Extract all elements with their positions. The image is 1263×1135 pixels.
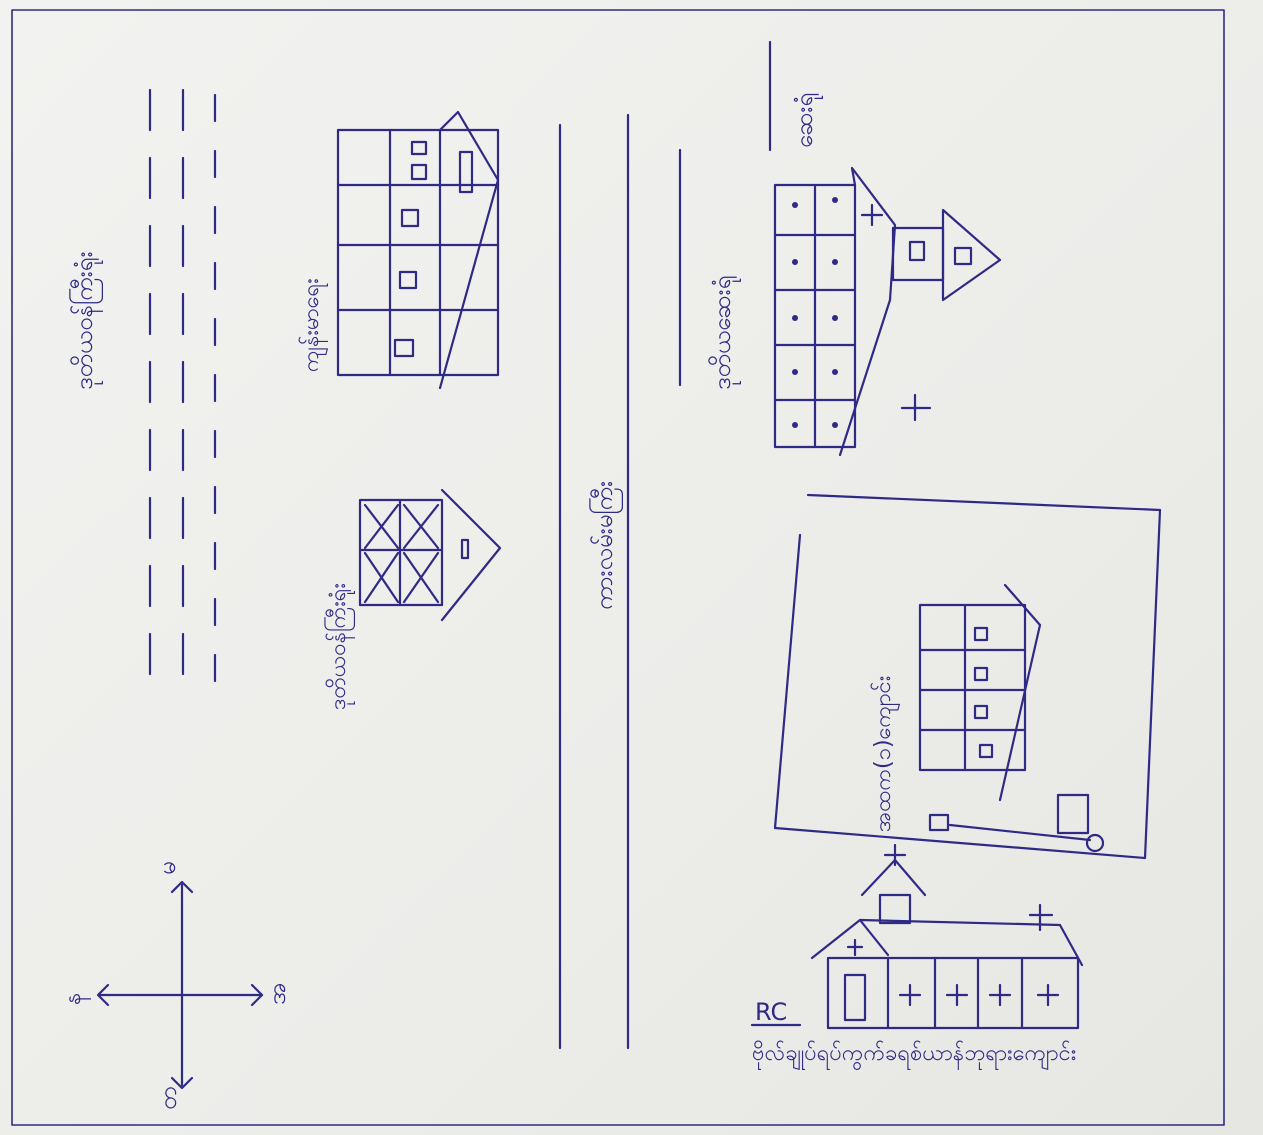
compass-south-label: တ — [154, 1087, 182, 1110]
compass-east-label: အ — [263, 983, 291, 1005]
compass-west-label: န — [58, 993, 91, 1005]
building-church: RC ဗိုလ်ချုပ်ရပ်ကွက်ခရစ်ယာန်ဘုရားကျောင်း — [750, 843, 1084, 1071]
building-hospital: ဒုတိယဆေးရုံ ဆေးရုံ — [678, 40, 1002, 457]
hospital-label: ဒုတိယဆေးရုံ — [707, 276, 741, 390]
main-road: ကားလမ်းမကြီး — [558, 113, 630, 1050]
building-small-label: ဒုတိယဝန်ကြီးရုံး — [324, 583, 355, 710]
compass: မ တ န အ — [58, 861, 291, 1110]
school-label: အထက(၁)ကျောင်း — [870, 676, 900, 832]
church-rc-label: RC — [755, 998, 787, 1026]
compass-north-label: မ — [153, 861, 181, 875]
church-name-label: ဗိုလ်ချုပ်ရပ်ကွက်ခရစ်ယာန်ဘုရားကျောင်း — [752, 1040, 1076, 1071]
clinic-label: ဆေးရုံ — [790, 93, 823, 148]
road-label: ကားလမ်းမကြီး — [588, 481, 623, 610]
school-compound: အထက(၁)ကျောင်း — [773, 493, 1162, 860]
dashed-lines — [148, 88, 217, 687]
building-office-label: ကျန်းမာရေး — [298, 278, 328, 372]
building-office-long: ကျန်းမာရေး — [298, 110, 500, 390]
ward-office-title: ဒုတိယဝန်ကြီးရုံး — [68, 251, 103, 390]
building-small: ဒုတိယဝန်ကြီးရုံး — [324, 488, 502, 710]
sheet-border — [11, 9, 1225, 1126]
